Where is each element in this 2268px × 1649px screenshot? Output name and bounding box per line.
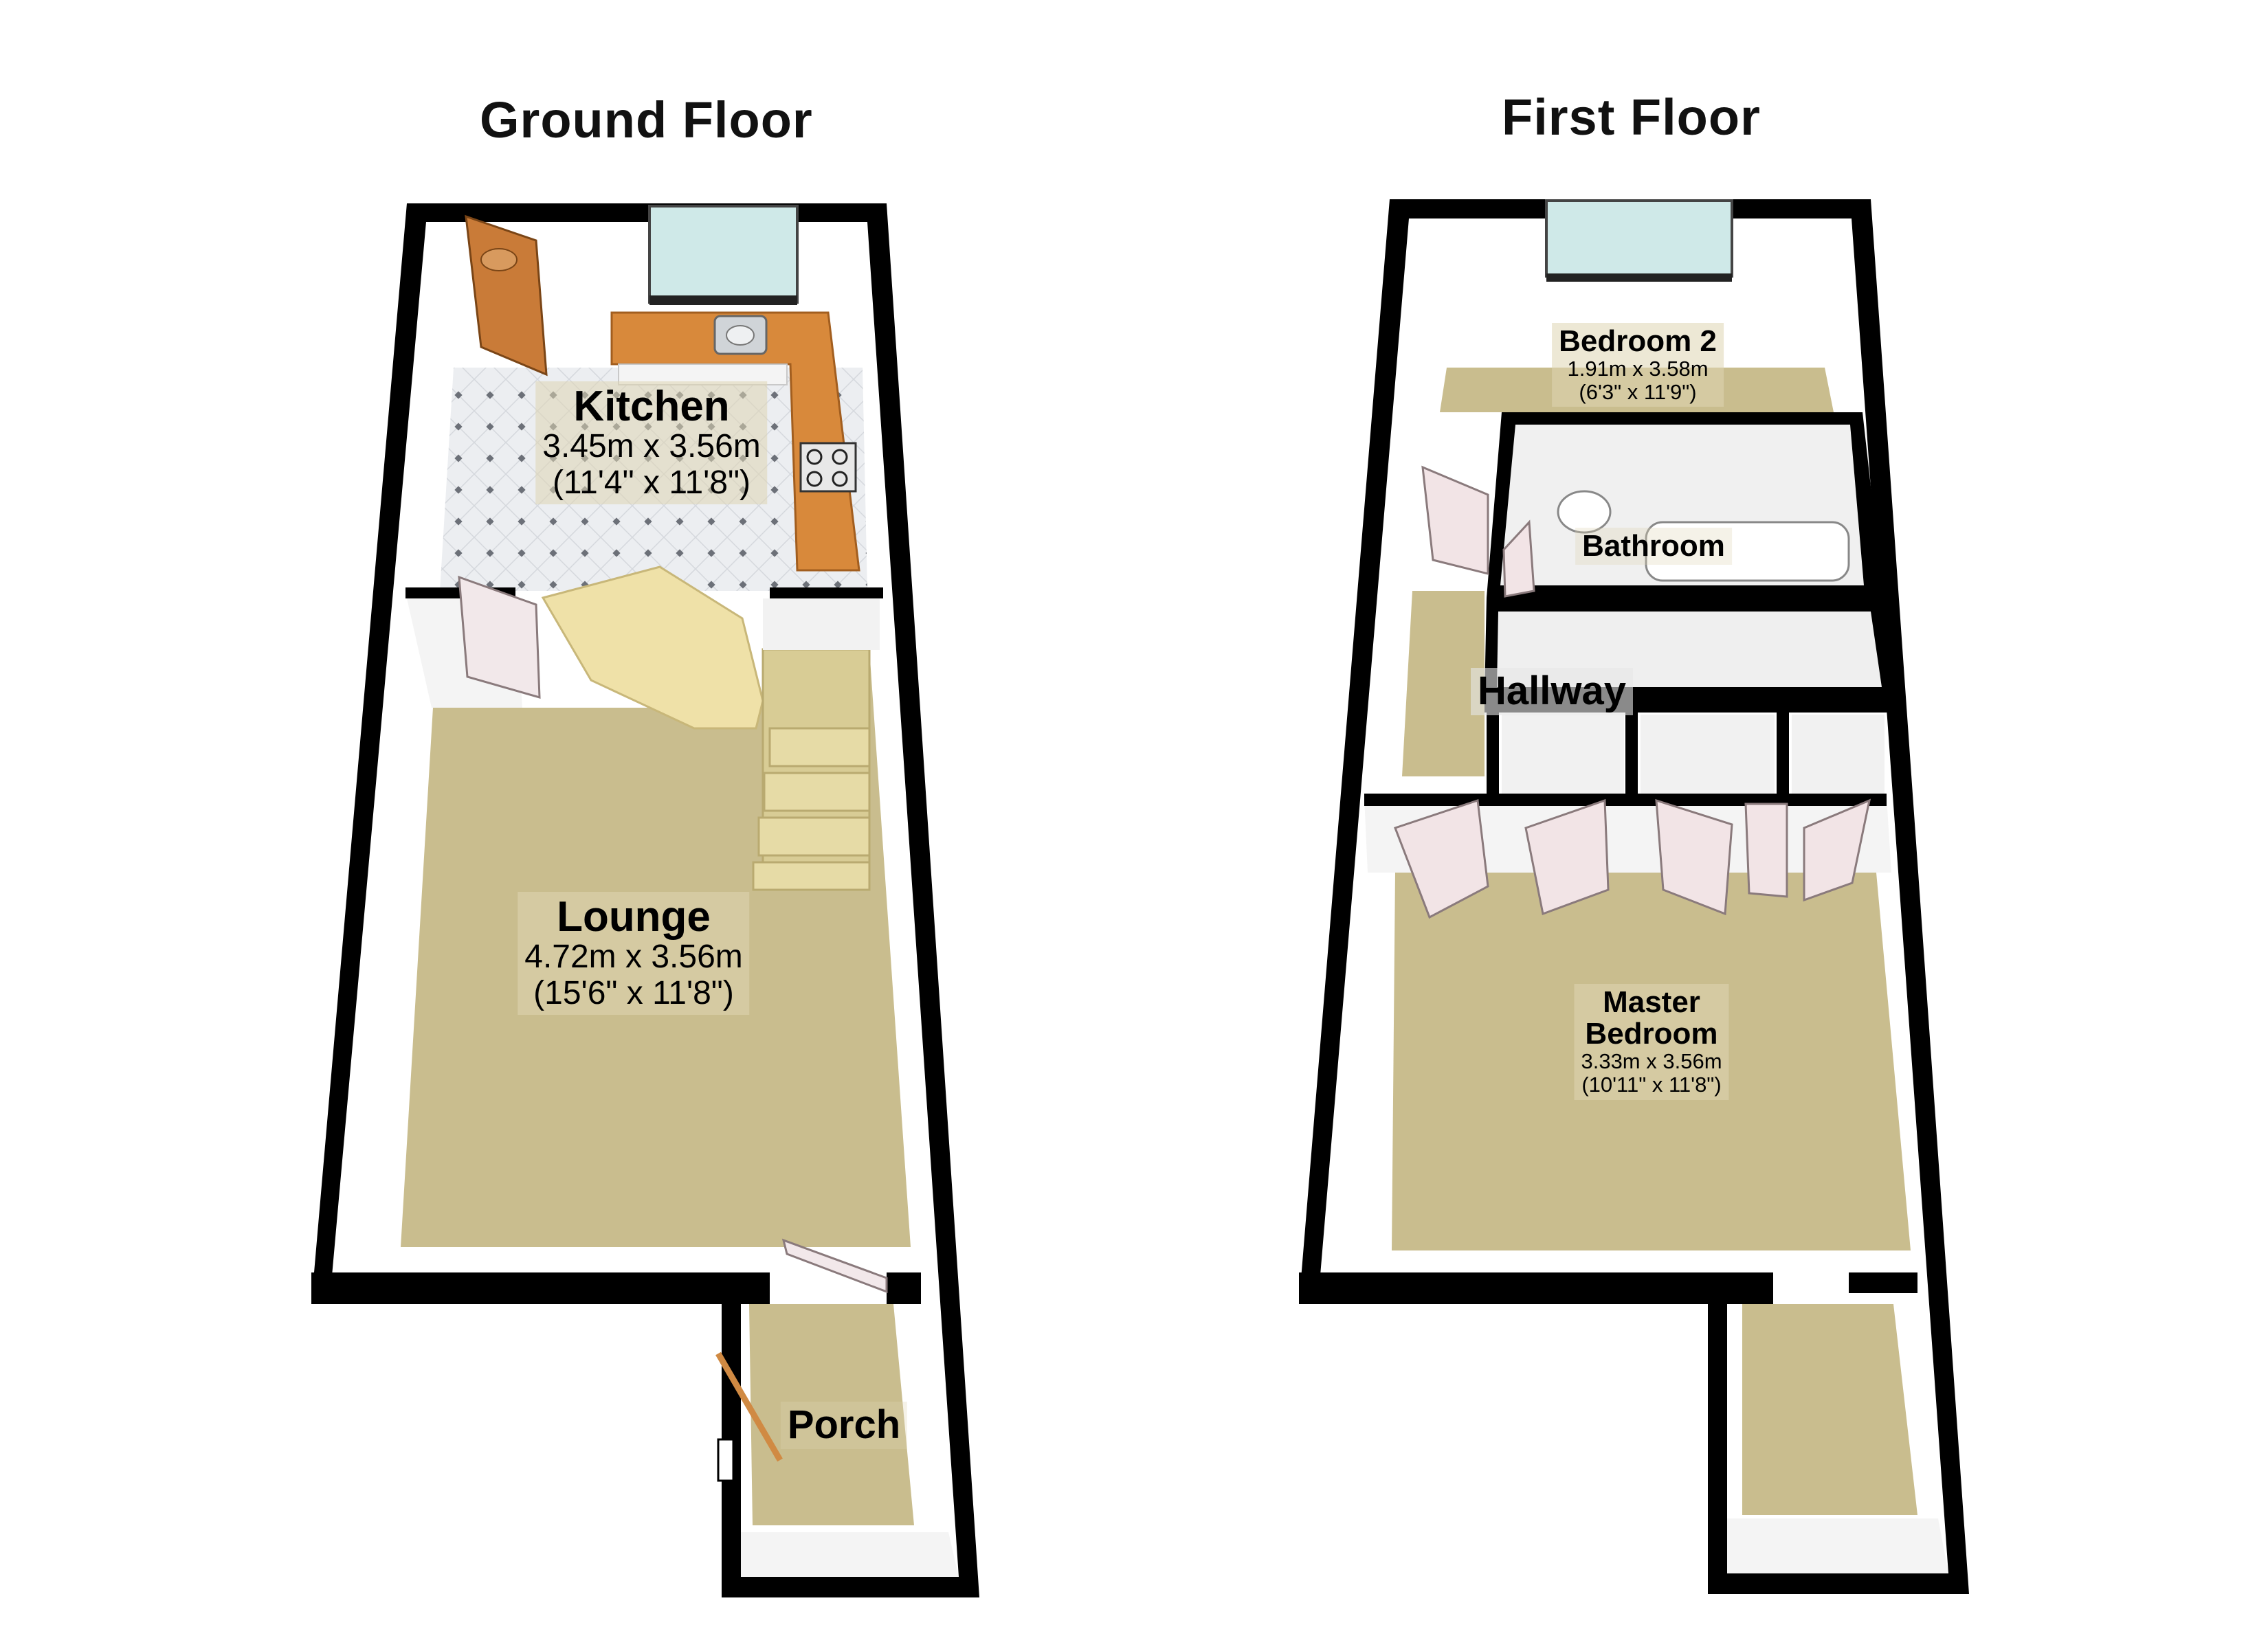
lounge-door xyxy=(458,575,541,699)
cupboard-door xyxy=(1655,798,1733,916)
kitchen-worktop xyxy=(610,311,860,572)
room-name: Lounge xyxy=(557,893,711,941)
kitchen-window xyxy=(648,205,799,304)
room-name: Bedroom 2 xyxy=(1559,324,1717,358)
room-name: Kitchen xyxy=(573,383,730,430)
lounge-front-wall xyxy=(311,1272,772,1304)
kitchen-label: Kitchen 3.45m x 3.56m (11'4" x 11'8") xyxy=(535,381,768,504)
first-floor-title: First Floor xyxy=(1502,89,1761,146)
bathroom-label: Bathroom xyxy=(1575,528,1732,565)
master-bedroom-door xyxy=(1394,798,1489,919)
kitchen-lounge-partition xyxy=(770,587,883,598)
staircase xyxy=(541,565,880,891)
room-name-line-2: Bedroom xyxy=(1585,1017,1718,1051)
porch-label: Porch xyxy=(780,1402,908,1449)
porch-floor xyxy=(749,1304,914,1525)
cupboard-door xyxy=(1803,798,1871,902)
room-imperial-size: (10'11" x 11'8") xyxy=(1581,1073,1722,1097)
room-name-line-1: Master xyxy=(1603,985,1700,1019)
front-door xyxy=(715,1351,783,1462)
hallway-floor xyxy=(1402,591,1485,776)
bedroom-2-label: Bedroom 2 1.91m x 3.58m (6'3" x 11'9") xyxy=(1552,323,1724,407)
master-bedroom-label: Master Bedroom 3.33m x 3.56m (10'11" x 1… xyxy=(1574,984,1729,1100)
hallway-label: Hallway xyxy=(1471,668,1633,715)
cupboard-door xyxy=(1744,803,1788,898)
room-imperial-size: (11'4" x 11'8") xyxy=(552,464,751,501)
porch-inner-door xyxy=(781,1238,888,1294)
room-name: Bathroom xyxy=(1582,529,1725,563)
room-metric-size: 3.33m x 3.56m xyxy=(1581,1049,1722,1074)
ground-floor-title: Ground Floor xyxy=(480,91,813,148)
first-floor-plan xyxy=(1299,199,1969,1594)
cupboard-door xyxy=(1524,798,1610,916)
room-name: Porch xyxy=(787,1402,901,1447)
bathroom-basin xyxy=(1557,490,1612,534)
lounge-label: Lounge 4.72m x 3.56m (15'6" x 11'8") xyxy=(518,892,750,1015)
room-metric-size: 1.91m x 3.58m xyxy=(1567,357,1709,381)
bedroom-2-window xyxy=(1545,199,1733,278)
master-bedroom-front-wall xyxy=(1299,1272,1773,1304)
room-imperial-size: (15'6" x 11'8") xyxy=(533,974,734,1011)
room-metric-size: 3.45m x 3.56m xyxy=(542,428,761,465)
bedroom-2-door xyxy=(1421,465,1489,575)
room-metric-size: 4.72m x 3.56m xyxy=(524,939,743,976)
master-bedroom-alcove-floor xyxy=(1742,1304,1917,1515)
bathroom-bath xyxy=(1645,521,1850,582)
room-name: Hallway xyxy=(1478,669,1626,713)
room-imperial-size: (6'3" x 11'9") xyxy=(1579,380,1697,405)
